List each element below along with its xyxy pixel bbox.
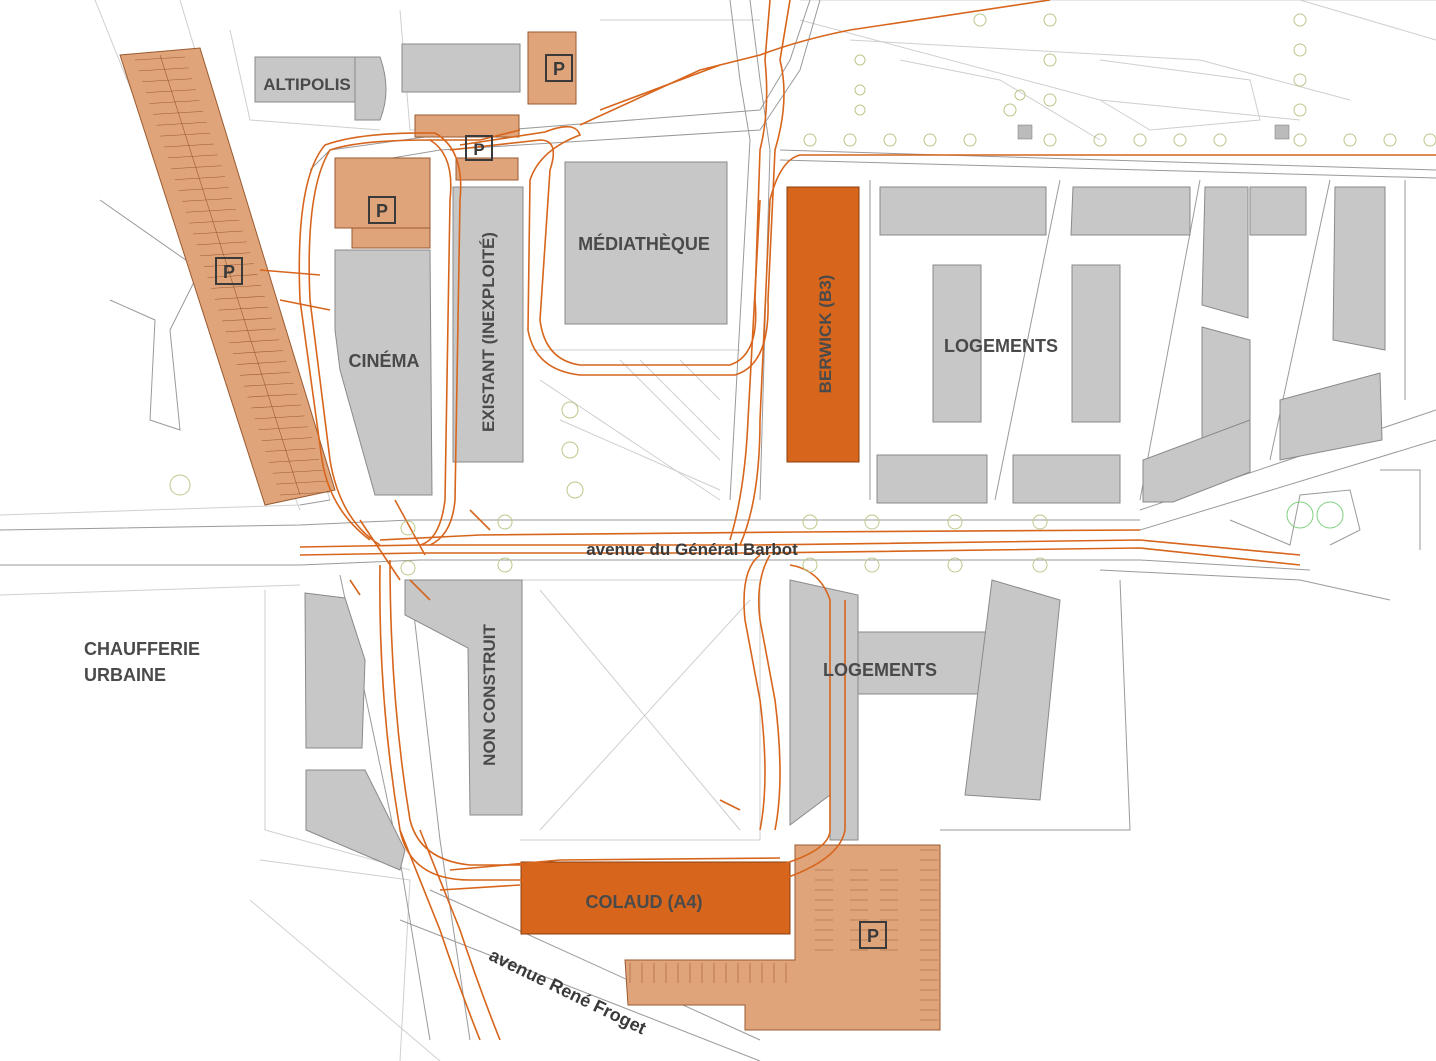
label-urbaine: URBAINE <box>84 665 166 685</box>
svg-text:P: P <box>376 201 388 221</box>
avenue-markers <box>400 514 1048 576</box>
tree-symbol-icon <box>1133 133 1147 147</box>
tree-symbol-icon <box>963 133 977 147</box>
label-colaud: COLAUD (A4) <box>586 892 703 912</box>
tree-symbol-icon <box>1043 53 1057 67</box>
tree-symbol-icon <box>561 401 579 419</box>
network-lines <box>259 0 1436 1041</box>
building-cinema <box>334 249 433 496</box>
tree-symbol-icon <box>561 441 579 459</box>
tree-symbol-icon <box>1093 133 1107 147</box>
tree-symbol-icon <box>1316 501 1344 529</box>
label-mediatheque: MÉDIATHÈQUE <box>578 233 710 254</box>
svg-text:P: P <box>867 926 879 946</box>
tree-symbol-icon <box>566 481 584 499</box>
label-altipolis: ALTIPOLIS <box>263 75 351 94</box>
tree-symbols <box>169 13 1436 529</box>
tree-symbol-icon <box>973 13 987 27</box>
building-existant <box>452 186 524 463</box>
parking-areas <box>119 31 941 1031</box>
tree-symbol-icon <box>1293 73 1307 87</box>
tree-symbol-icon <box>1293 13 1307 27</box>
label-chaufferie: CHAUFFERIE <box>84 639 200 659</box>
tree-symbol-icon <box>854 84 866 96</box>
parking-sign-icon: P <box>545 54 573 82</box>
parking-sign-icon: P <box>215 257 243 285</box>
road-label-barbot: avenue du Général Barbot <box>586 540 798 559</box>
tree-symbol-icon <box>1003 103 1017 117</box>
tree-symbol-icon <box>169 474 191 496</box>
buildings <box>254 43 1386 871</box>
tree-symbol-icon <box>1293 133 1307 147</box>
tree-symbol-icon <box>803 133 817 147</box>
label-logements-north: LOGEMENTS <box>944 336 1058 356</box>
tree-symbol-icon <box>1286 501 1314 529</box>
tree-symbol-icon <box>1293 43 1307 57</box>
parking-sign-icon: P <box>465 135 493 161</box>
building-berwick <box>786 186 860 463</box>
tree-symbol-icon <box>854 104 866 116</box>
tree-symbol-icon <box>1043 93 1057 107</box>
building-altipolis-annex <box>354 56 387 121</box>
building-mediatheque <box>564 161 728 325</box>
tree-symbol-icon <box>854 54 866 66</box>
label-cinema: CINÉMA <box>349 350 420 371</box>
parking-sign-icon: P <box>859 921 887 949</box>
tree-symbol-icon <box>1173 133 1187 147</box>
building-north-block <box>401 43 521 93</box>
building-colaud <box>520 861 791 935</box>
tree-symbol-icon <box>1383 133 1397 147</box>
building-logements-south <box>789 579 859 841</box>
svg-text:P: P <box>223 262 235 282</box>
tree-symbol-icon <box>1293 103 1307 117</box>
tree-symbol-icon <box>1343 133 1357 147</box>
label-logements-south: LOGEMENTS <box>823 660 937 680</box>
label-non-construit: NON CONSTRUIT <box>480 624 499 766</box>
svg-text:P: P <box>473 140 484 159</box>
tree-symbol-icon <box>923 133 937 147</box>
tree-symbol-icon <box>1043 133 1057 147</box>
road-label-froget: avenue René Froget <box>486 945 649 1038</box>
label-berwick: BERWICK (B3) <box>816 275 835 394</box>
label-existant: EXISTANT (INEXPLOITÉ) <box>479 232 498 432</box>
tree-symbol-icon <box>1043 13 1057 27</box>
building-non-construit <box>404 579 523 816</box>
svg-text:P: P <box>553 59 565 79</box>
tree-symbol-icon <box>1014 89 1026 101</box>
tree-symbol-icon <box>883 133 897 147</box>
parking-south-east <box>624 844 941 1031</box>
tree-symbol-icon <box>1213 133 1227 147</box>
parking-sign-icon: P <box>368 196 396 224</box>
tree-symbol-icon <box>843 133 857 147</box>
tree-symbol-icon <box>1423 133 1436 147</box>
